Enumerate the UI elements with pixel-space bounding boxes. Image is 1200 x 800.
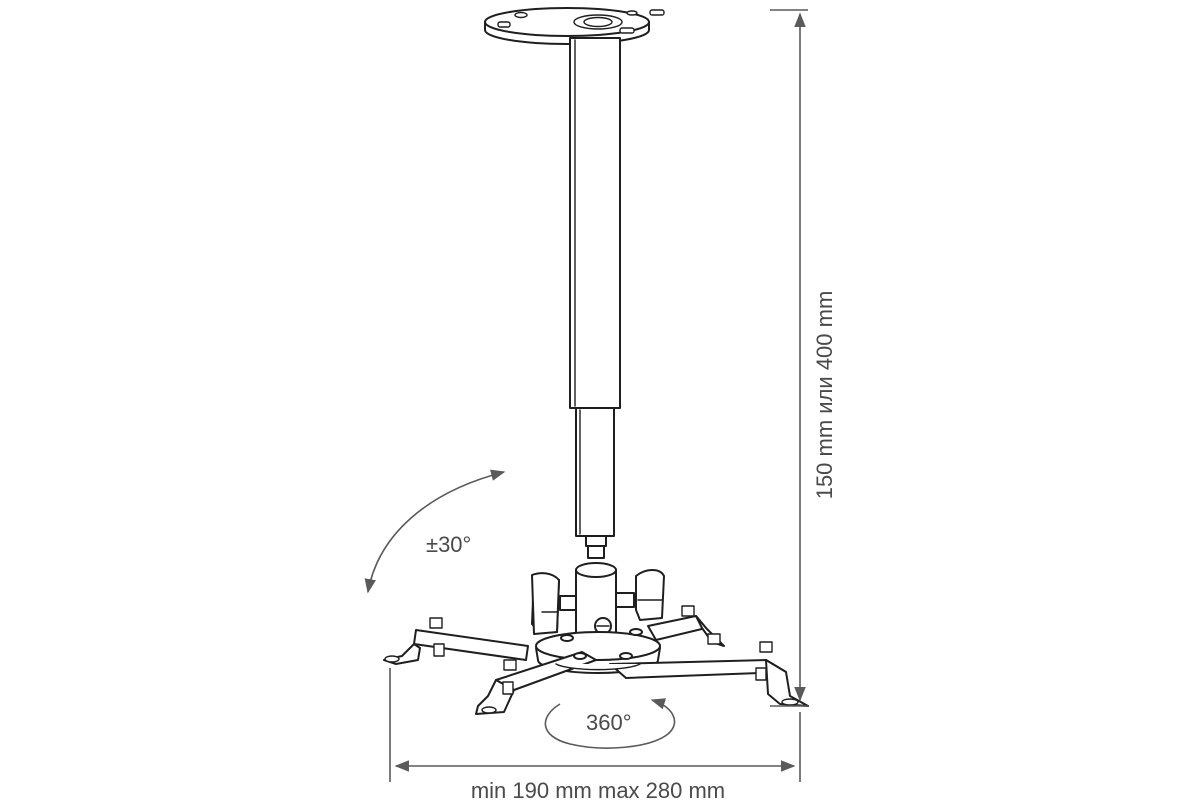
rotation-label: 360° <box>586 710 632 735</box>
ceiling-plate <box>484 7 665 45</box>
tilt-joint <box>575 535 617 642</box>
extension-tube-inner <box>575 407 615 537</box>
adapter-spider-bracket <box>383 605 809 715</box>
height-dimension: 150 mm или 400 mm <box>770 9 837 707</box>
width-dimension-label: min 190 mm max 280 mm <box>471 778 725 800</box>
rotation-indicator: 360° <box>544 698 676 749</box>
tilt-range-label: ±30° <box>426 532 471 557</box>
width-dimension: min 190 mm max 280 mm <box>389 668 801 800</box>
left-lock-knob <box>531 572 577 635</box>
right-lock-knob <box>615 569 665 621</box>
height-dimension-label: 150 mm или 400 mm <box>812 291 837 500</box>
extension-tube-outer <box>569 37 621 409</box>
tilt-range-indicator: ±30° <box>364 469 506 594</box>
